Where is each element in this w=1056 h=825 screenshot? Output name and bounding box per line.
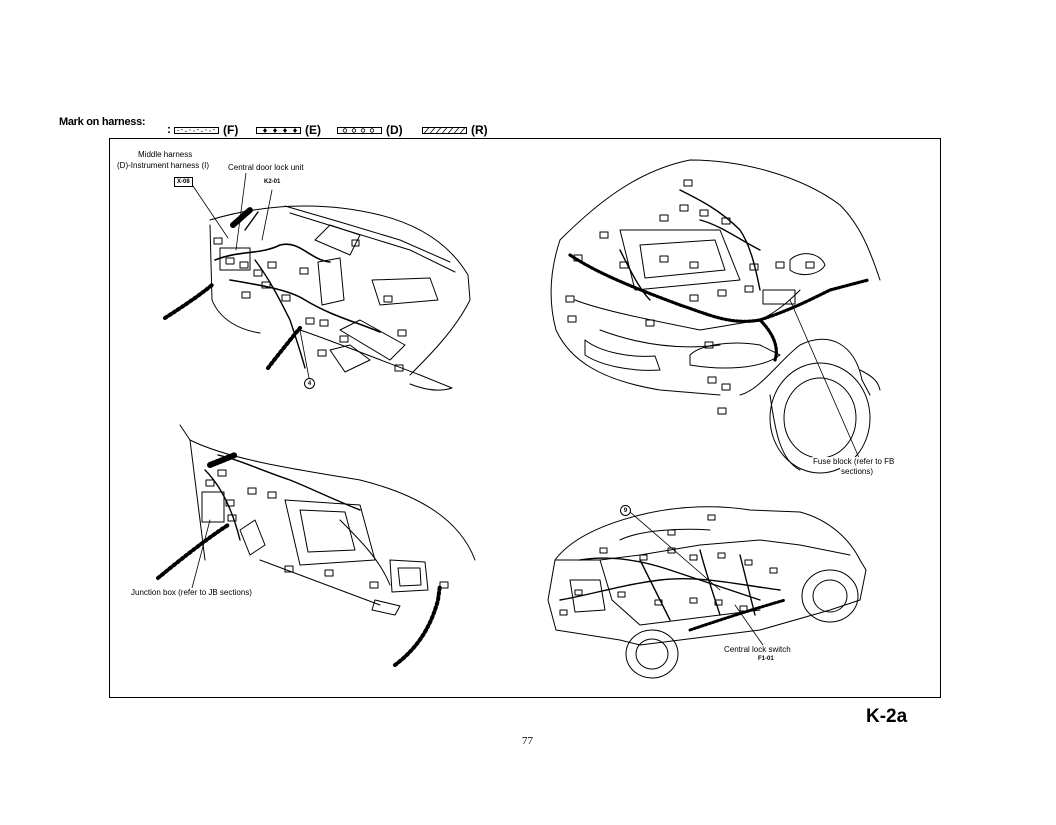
legend-item-e: (E): [256, 122, 321, 138]
diamond-harness-mark-icon: [256, 126, 301, 134]
hatched-harness-mark-icon: [422, 126, 467, 134]
legend-item-r: (R): [422, 122, 488, 138]
connector-tag-x08: X-08: [174, 177, 193, 187]
legend-code-d: (D): [386, 123, 403, 137]
circle-harness-mark-icon: [337, 126, 382, 134]
dotted-harness-mark-icon: [174, 126, 219, 134]
legend-code-f: (F): [223, 123, 239, 137]
legend-item-f: (F): [174, 122, 238, 138]
fuse-block-label: Fuse block (refer to FB: [812, 457, 896, 467]
central-lock-switch-label: Central lock switch: [723, 645, 792, 655]
fuse-block-label-2: sections): [840, 467, 875, 477]
diagram-frame: [109, 138, 941, 698]
legend-item-d: (D): [337, 122, 403, 138]
engine-compartment-view: [550, 159, 881, 474]
legend-code-e: (E): [305, 123, 321, 137]
vehicle-body-view: [547, 506, 867, 679]
callout-4: 4: [304, 378, 315, 389]
callout-9: 9: [620, 505, 631, 516]
instrument-harness-label: (D)-Instrument harness (I): [116, 161, 211, 171]
legend-title: Mark on harness:: [59, 116, 146, 128]
page-number: 77: [522, 735, 533, 747]
lower-dashboard-view: [156, 424, 476, 667]
legend-code-r: (R): [471, 123, 488, 137]
middle-harness-label: Middle harness: [137, 150, 194, 160]
page-code: K-2a: [866, 706, 908, 727]
central-door-lock-unit-label: Central door lock unit: [227, 163, 305, 173]
connector-tag-k201: K2-01: [264, 179, 281, 185]
dashboard-front-view: [163, 172, 471, 391]
junction-box-label: Junction box (refer to JB sections): [130, 588, 253, 598]
legend-colon: :: [167, 122, 171, 136]
connector-tag-f101: F1-01: [758, 656, 774, 662]
